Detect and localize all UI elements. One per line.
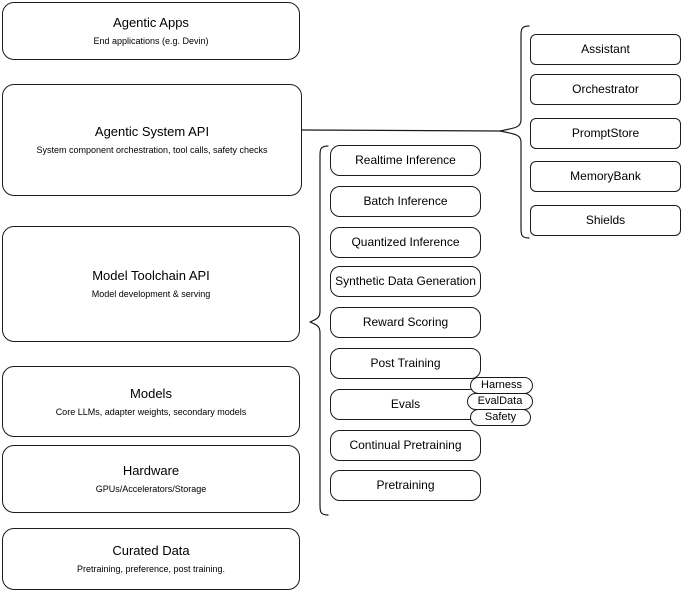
capability-evals[interactable]: Evals xyxy=(330,389,481,420)
component-memorybank[interactable]: MemoryBank xyxy=(530,161,681,192)
capability-batch-inference[interactable]: Batch Inference xyxy=(330,186,481,217)
component-assistant[interactable]: Assistant xyxy=(530,34,681,65)
layer-subtitle: GPUs/Accelerators/Storage xyxy=(95,484,207,494)
layer-title: Agentic Apps xyxy=(113,15,189,30)
component-shields[interactable]: Shields xyxy=(530,205,681,236)
bracket-right-components xyxy=(499,25,530,239)
layer-hardware[interactable]: Hardware GPUs/Accelerators/Storage xyxy=(2,445,300,513)
connector-agentic-system-api-to-components xyxy=(301,129,501,132)
layer-agentic-system-api[interactable]: Agentic System API System component orch… xyxy=(2,84,302,196)
layer-subtitle: Model development & serving xyxy=(91,289,211,299)
layer-subtitle: Core LLMs, adapter weights, secondary mo… xyxy=(55,406,247,417)
capability-quantized-inference[interactable]: Quantized Inference xyxy=(330,227,481,258)
layer-title: Hardware xyxy=(122,463,180,478)
bracket-middle-capabilities xyxy=(309,145,329,516)
layer-curated-data[interactable]: Curated Data Pretraining, preference, po… xyxy=(2,528,300,590)
capability-synthetic-data-generation[interactable]: Synthetic Data Generation xyxy=(330,266,481,297)
component-orchestrator[interactable]: Orchestrator xyxy=(530,74,681,105)
capability-continual-pretraining[interactable]: Continual Pretraining xyxy=(330,430,481,461)
layer-models[interactable]: Models Core LLMs, adapter weights, secon… xyxy=(2,366,300,437)
layer-subtitle: End applications (e.g. Devin) xyxy=(93,36,209,46)
capability-post-training[interactable]: Post Training xyxy=(330,348,481,379)
eval-pill-evaldata[interactable]: EvalData xyxy=(467,393,533,410)
capability-reward-scoring[interactable]: Reward Scoring xyxy=(330,307,481,338)
layer-model-toolchain-api[interactable]: Model Toolchain API Model development & … xyxy=(2,226,300,342)
layer-title: Agentic System API xyxy=(94,124,210,139)
layer-subtitle: Pretraining, preference, post training. xyxy=(76,564,226,574)
layer-title: Curated Data xyxy=(112,543,190,558)
layer-title: Models xyxy=(130,385,172,401)
eval-pill-safety[interactable]: Safety xyxy=(470,409,531,426)
eval-pill-harness[interactable]: Harness xyxy=(470,377,533,394)
layer-agentic-apps[interactable]: Agentic Apps End applications (e.g. Devi… xyxy=(2,2,300,60)
capability-realtime-inference[interactable]: Realtime Inference xyxy=(330,145,481,176)
capability-pretraining[interactable]: Pretraining xyxy=(330,470,481,501)
layer-subtitle: System component orchestration, tool cal… xyxy=(36,145,268,155)
component-promptstore[interactable]: PromptStore xyxy=(530,118,681,149)
layer-title: Model Toolchain API xyxy=(92,268,210,283)
